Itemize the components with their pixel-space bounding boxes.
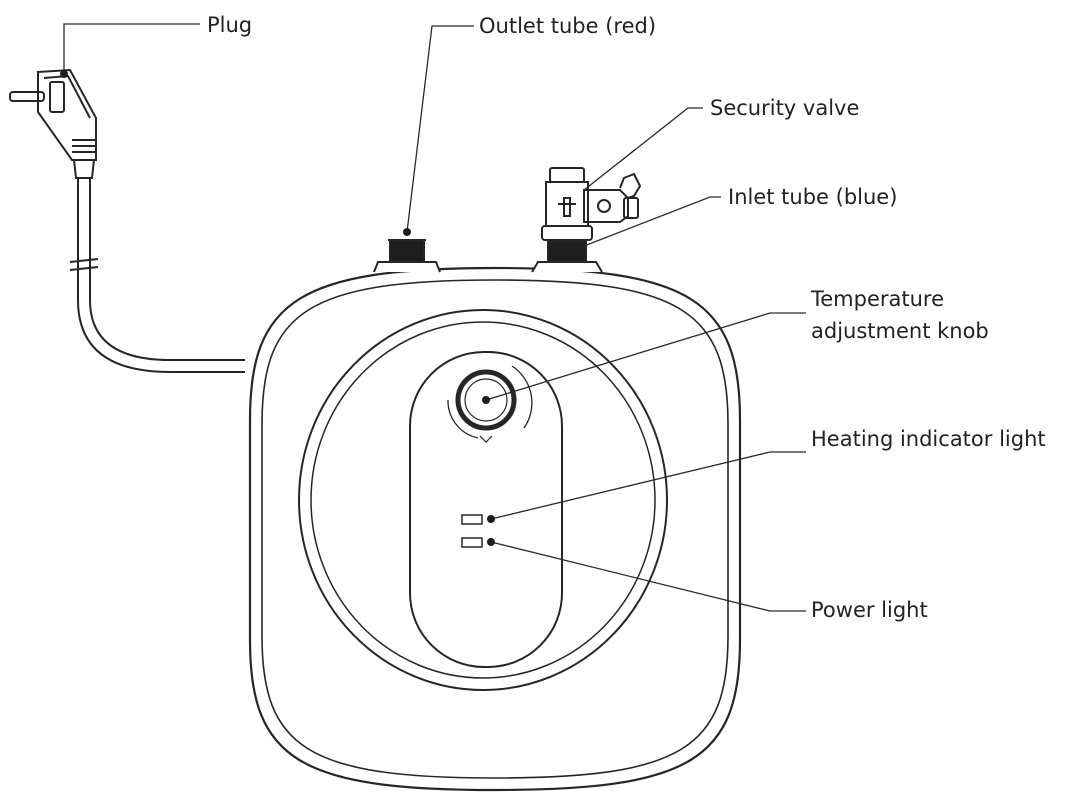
front-ring-outer [298, 309, 668, 691]
label-security-valve: Security valve [710, 96, 859, 120]
outlet-fitting [373, 239, 441, 273]
security-valve [545, 167, 642, 227]
inlet-fitting [531, 225, 603, 273]
leader-lines [60, 23, 806, 612]
plug-drawing [9, 68, 245, 373]
label-temperature-knob-line1: Temperature [810, 287, 944, 311]
label-temperature-knob-line2: adjustment knob [811, 319, 989, 343]
tank-body [248, 266, 742, 792]
label-plug: Plug [207, 13, 252, 37]
temperature-knob [447, 365, 533, 443]
label-heating-indicator: Heating indicator light [811, 427, 1046, 451]
label-power-light: Power light [811, 598, 928, 622]
front-ring-inner [310, 321, 656, 679]
label-outlet-tube: Outlet tube (red) [479, 14, 656, 38]
indicator-lights [461, 514, 483, 548]
label-inlet-tube: Inlet tube (blue) [728, 185, 897, 209]
control-panel [409, 351, 563, 668]
